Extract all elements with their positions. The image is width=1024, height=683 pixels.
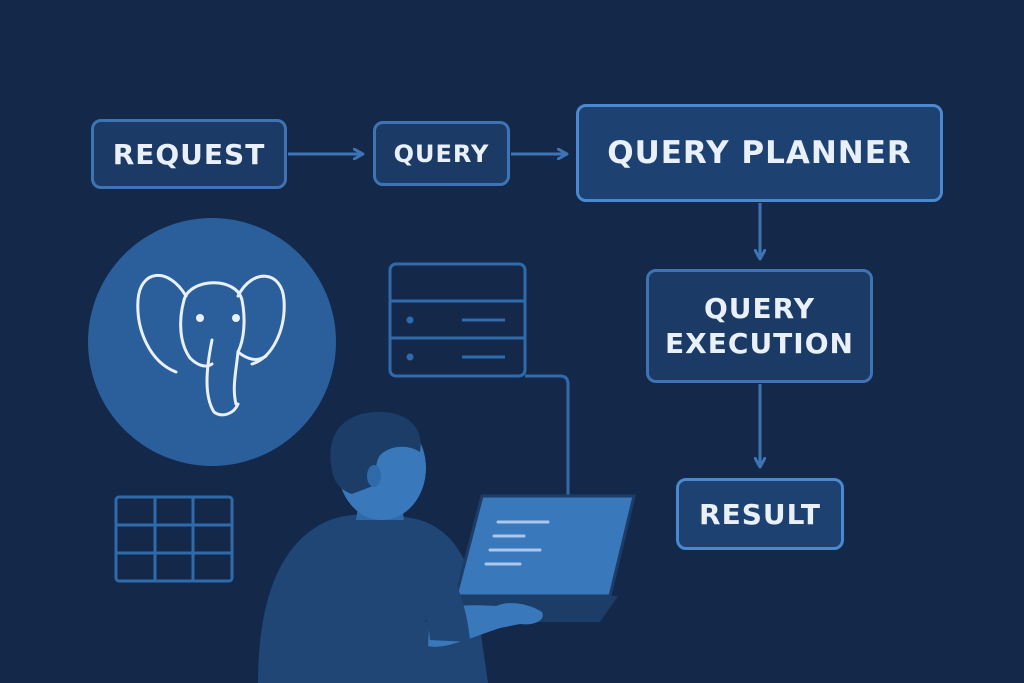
node-request-label: REQUEST bbox=[112, 137, 266, 171]
node-query-execution-line1: QUERY bbox=[704, 292, 815, 325]
node-query-execution-label: QUERY EXECUTION bbox=[665, 291, 854, 361]
elephant-logo-icon bbox=[88, 218, 336, 466]
node-result-label: RESULT bbox=[699, 497, 821, 531]
network-cable bbox=[525, 374, 570, 496]
node-result: RESULT bbox=[676, 478, 844, 550]
node-query-planner-label: QUERY PLANNER bbox=[607, 135, 912, 171]
node-query-label: QUERY bbox=[393, 139, 490, 168]
table-grid-icon bbox=[114, 495, 234, 583]
node-query-execution-line2: EXECUTION bbox=[665, 327, 854, 360]
server-rack-icon bbox=[388, 262, 527, 378]
node-request: REQUEST bbox=[91, 119, 287, 189]
node-query: QUERY bbox=[373, 121, 510, 186]
node-query-planner: QUERY PLANNER bbox=[576, 104, 943, 202]
node-query-execution: QUERY EXECUTION bbox=[646, 269, 873, 383]
person-at-laptop-icon bbox=[258, 411, 636, 683]
